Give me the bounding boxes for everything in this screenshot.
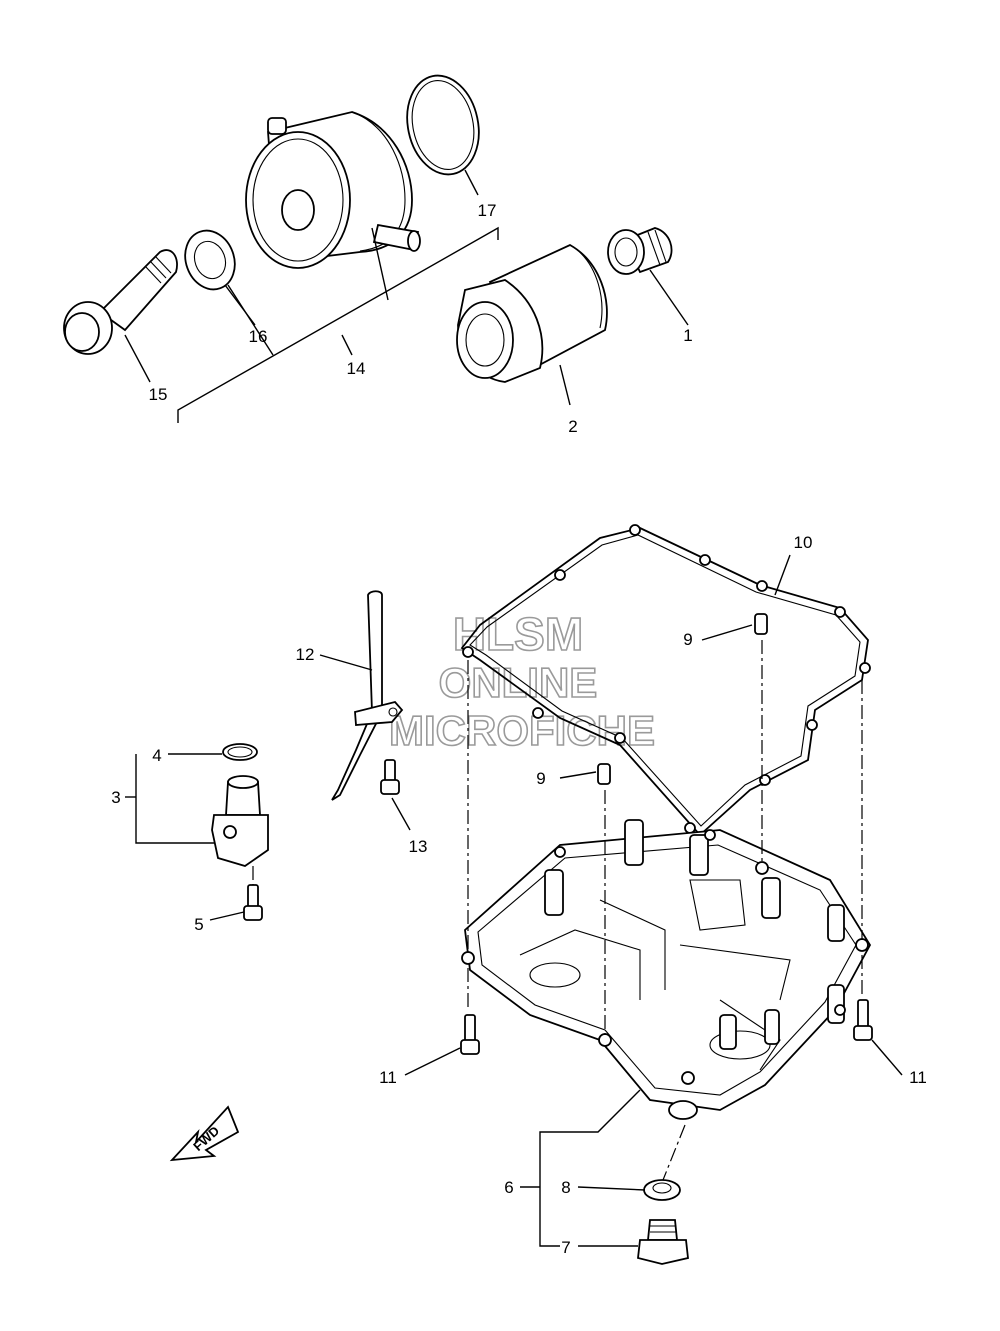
part-13-bolt <box>380 759 400 795</box>
part-10-gasket <box>460 524 871 837</box>
callout-14: 14 <box>347 359 366 378</box>
callout-1: 1 <box>683 326 692 345</box>
callout-11-right: 11 <box>909 1068 927 1087</box>
callout-9-upper: 9 <box>683 630 692 649</box>
part-9-dowel-pin-lower <box>597 763 611 785</box>
callout-10: 10 <box>794 533 813 552</box>
part-12-level-tube <box>331 590 404 801</box>
callout-16: 16 <box>249 327 268 346</box>
watermark: HLSM ONLINE MICROFICHE <box>388 607 656 755</box>
callout-8: 8 <box>561 1178 570 1197</box>
oil-pan <box>461 819 872 1120</box>
watermark-line-3: MICROFICHE <box>389 707 655 754</box>
callout-17: 17 <box>478 201 497 220</box>
part-15-union-bolt <box>63 249 178 355</box>
part-3-switch-assembly <box>211 743 269 921</box>
part-17-o-ring <box>406 74 480 176</box>
part-1-fitting <box>607 227 673 275</box>
part-11-bolt-left <box>460 1014 480 1055</box>
callout-12: 12 <box>296 645 315 664</box>
callout-7: 7 <box>561 1238 570 1257</box>
callout-13: 13 <box>409 837 428 856</box>
callout-5: 5 <box>194 915 203 934</box>
callout-3: 3 <box>111 788 120 807</box>
part-11-bolt-right <box>853 999 873 1041</box>
part-7-drain-bolt <box>637 1219 689 1265</box>
watermark-line-2: ONLINE <box>439 659 598 706</box>
callout-6: 6 <box>504 1178 513 1197</box>
part-2-oil-filter <box>456 243 608 383</box>
part-14-oil-cooler <box>245 111 421 269</box>
callout-15: 15 <box>149 385 168 404</box>
fwd-arrow-icon: FWD <box>169 1105 240 1162</box>
part-8-washer <box>643 1179 681 1201</box>
part-16-washer <box>184 229 236 291</box>
callout-11-left: 11 <box>379 1068 397 1087</box>
callout-2: 2 <box>568 417 577 436</box>
callout-9-lower: 9 <box>536 769 545 788</box>
callout-4: 4 <box>152 746 161 765</box>
part-9-dowel-pin-upper <box>754 613 768 635</box>
